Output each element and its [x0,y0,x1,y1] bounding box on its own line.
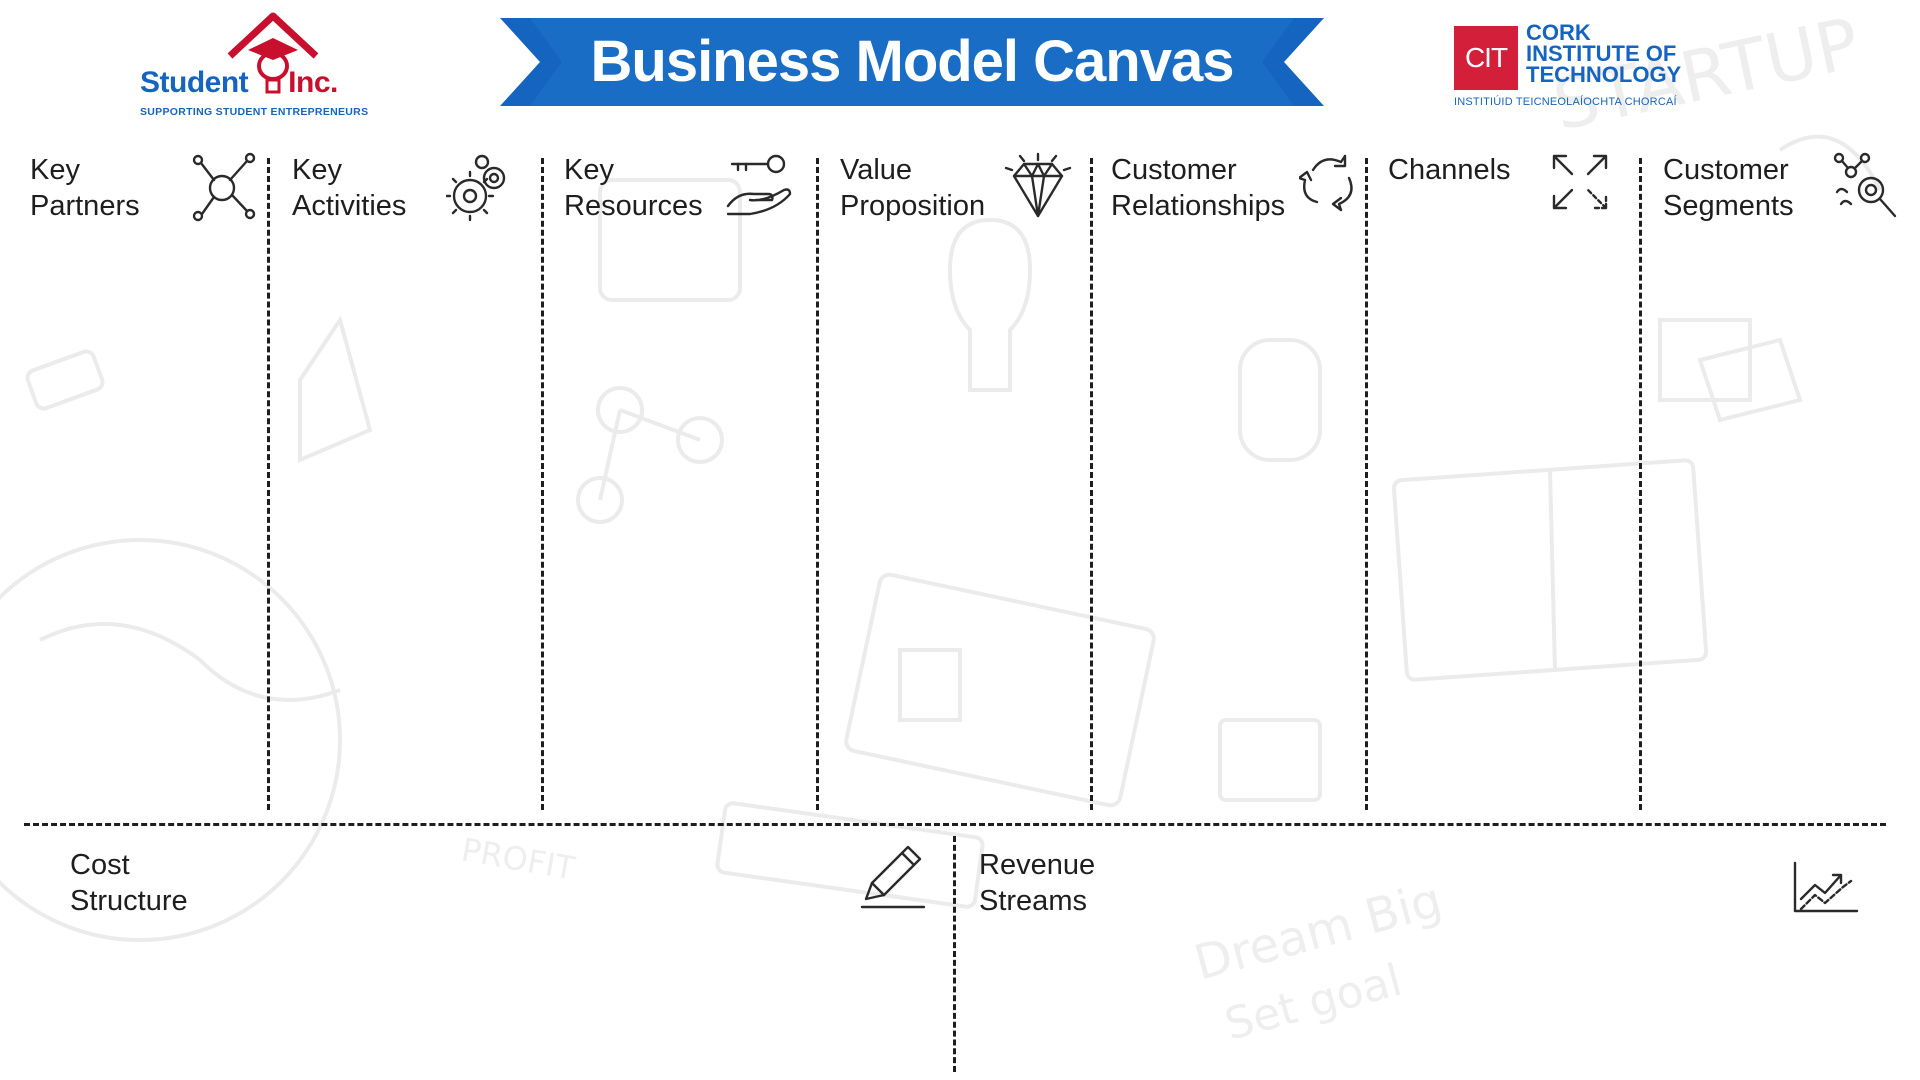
student-inc-tagline: SUPPORTING STUDENT ENTREPRENEURS [140,106,369,118]
gears-icon [445,152,516,227]
divider-vertical-3 [816,158,819,810]
section-key-activities: Key Activities [292,152,522,224]
diamond-icon [1002,152,1074,227]
divider-vertical-4 [1090,158,1093,810]
ribbon-shape [500,18,1324,106]
section-key-resources: Key Resources [564,152,804,224]
cit-name-line1: CORK [1526,20,1591,45]
cit-badge: CIT [1454,26,1518,90]
cit-name-line2: INSTITUTE OF [1526,41,1677,66]
section-label: Cost Structure [70,849,188,917]
key-in-hand-icon [724,152,794,227]
cit-name-line3: TECHNOLOGY [1526,62,1682,87]
section-key-partners: Key Partners [30,152,260,224]
section-value-proposition: Value Proposition [840,152,1080,224]
section-label: Revenue Streams [979,849,1096,917]
section-label: Value Proposition [840,154,986,222]
section-label: Customer Relationships [1111,154,1286,222]
divider-vertical-bottom [953,836,956,1072]
section-cost-structure: Cost Structure [70,845,930,919]
growth-chart-icon [1791,859,1861,924]
recycle-arrows-icon [1297,152,1359,217]
section-label: Key Partners [30,154,140,222]
divider-horizontal [24,823,1886,826]
cit-irish-name: INSTITIÚID TEICNEOLAÍOCHTA CHORCAÍ [1454,96,1677,108]
section-revenue-streams: Revenue Streams [979,847,1869,919]
divider-vertical-6 [1639,158,1642,810]
section-label: Key Activities [292,154,407,222]
cit-name: CORK INSTITUTE OF TECHNOLOGY [1526,20,1682,87]
section-label: Customer Segments [1663,154,1794,222]
section-customer-relationships: Customer Relationships [1111,152,1361,224]
title-banner: Business Model Canvas [500,18,1324,106]
section-customer-segments: Customer Segments [1663,152,1903,224]
brand-inc: Inc. [288,66,338,99]
section-label: Key Resources [564,154,703,222]
cit-logo: CIT CORK INSTITUTE OF TECHNOLOGY INSTITI… [1454,22,1694,112]
brand-student: Student [140,66,249,99]
house-graduate-icon [227,12,319,94]
expand-arrows-icon [1550,152,1610,217]
section-label: Channels [1388,154,1511,186]
network-nodes-icon [190,152,260,227]
divider-vertical-5 [1365,158,1368,810]
divider-vertical-1 [267,158,270,810]
section-channels: Channels [1388,152,1628,210]
magnifier-network-icon [1831,152,1901,227]
student-inc-logo: Student Inc. SUPPORTING STUDENT ENTREPREN… [130,8,368,123]
pencil-icon [858,843,928,918]
page-title: Business Model Canvas [590,29,1235,94]
student-inc-wordmark: Student Inc. [140,66,338,100]
divider-vertical-2 [541,158,544,810]
